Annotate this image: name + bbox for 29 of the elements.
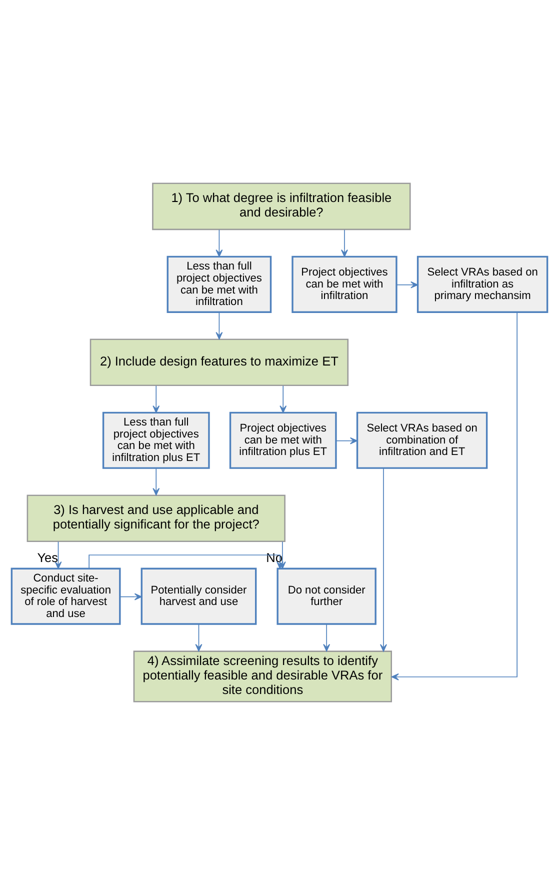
node-box: Less than full project objectives can be met with infiltration (166, 255, 272, 312)
arrow (88, 554, 284, 568)
arrow (323, 623, 330, 652)
node-box: Select VRAs based on infiltration as primary mechansim (416, 255, 548, 312)
arrow (391, 311, 518, 680)
node-box: Project objectives can be met with infiltration plus ET (229, 411, 337, 468)
arrow (152, 384, 160, 413)
arrow (216, 228, 223, 257)
arrow (280, 384, 287, 413)
arrow (336, 436, 358, 444)
node-box: 2) Include design features to maximize ET (90, 338, 349, 386)
node-box: Do not consider further (276, 567, 376, 624)
arrow (195, 623, 202, 652)
arrow (152, 467, 160, 496)
node-box: Project objectives can be met with infiltration (292, 255, 398, 312)
arrow (380, 467, 387, 652)
node-box: 4) Assimilate screening results to identify potentially feasible and desirable VRAs for site conditions (133, 650, 392, 702)
node-box: Select VRAs based on combination of infiltration and ET (356, 411, 488, 468)
arrow (341, 228, 348, 257)
arrow (216, 311, 223, 340)
node-box: Conduct site-specific evaluation of role of harvest and use (10, 567, 121, 624)
arrow (120, 592, 142, 600)
node-box: 3) Is harvest and use applicable and potentially significant for the project? (26, 494, 286, 542)
node-box: Less than full project objectives can be met with infiltration plus ET (102, 411, 210, 468)
arrow (396, 280, 418, 288)
node-box: Potentially consider harvest and use (140, 567, 257, 624)
edge-label: Yes (37, 549, 58, 564)
node-box: 1) To what degree is infiltration feasible and desirable? (152, 182, 411, 230)
edge-label: No (266, 549, 282, 564)
